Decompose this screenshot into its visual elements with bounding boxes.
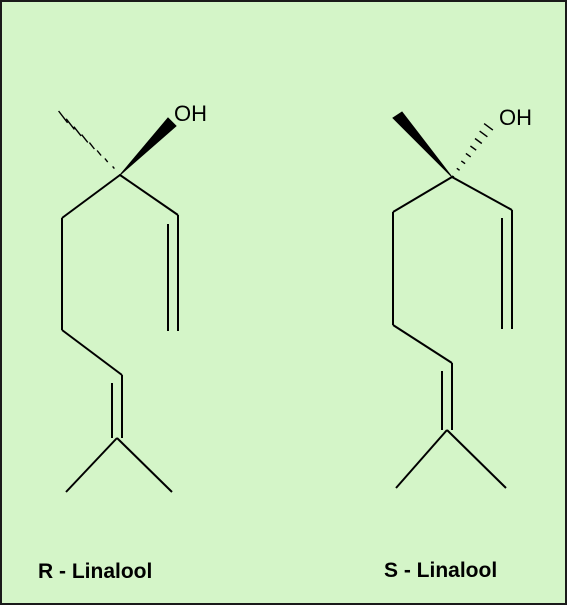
bond-c7-methyl-right	[116, 437, 173, 493]
solid-wedge-bond-oh	[119, 117, 177, 176]
molecule-s-linalool	[392, 111, 513, 489]
solid-wedge-bond-methyl	[392, 111, 453, 178]
hashed-wedge-bond-oh	[451, 123, 494, 178]
bond-c3-c2	[119, 174, 179, 216]
r-linalool-caption: R - Linalool	[38, 560, 152, 583]
s-linalool-caption: S - Linalool	[384, 559, 497, 582]
bond-c5-c6	[61, 329, 123, 376]
bond-c7-methyl-right	[446, 429, 507, 489]
molecule-r-linalool	[58, 110, 179, 493]
bond-c3-c2	[451, 176, 513, 211]
hashed-wedge-bond-methyl	[58, 110, 121, 176]
bond-c7-methyl-left	[65, 437, 118, 493]
s-oh-label: OH	[499, 105, 532, 130]
bond-c7-methyl-left	[395, 429, 448, 489]
bond-c5-c6	[392, 324, 453, 364]
bond-c3-c4	[61, 174, 121, 219]
r-oh-label: OH	[174, 101, 207, 126]
bond-c3-c4	[392, 176, 453, 213]
